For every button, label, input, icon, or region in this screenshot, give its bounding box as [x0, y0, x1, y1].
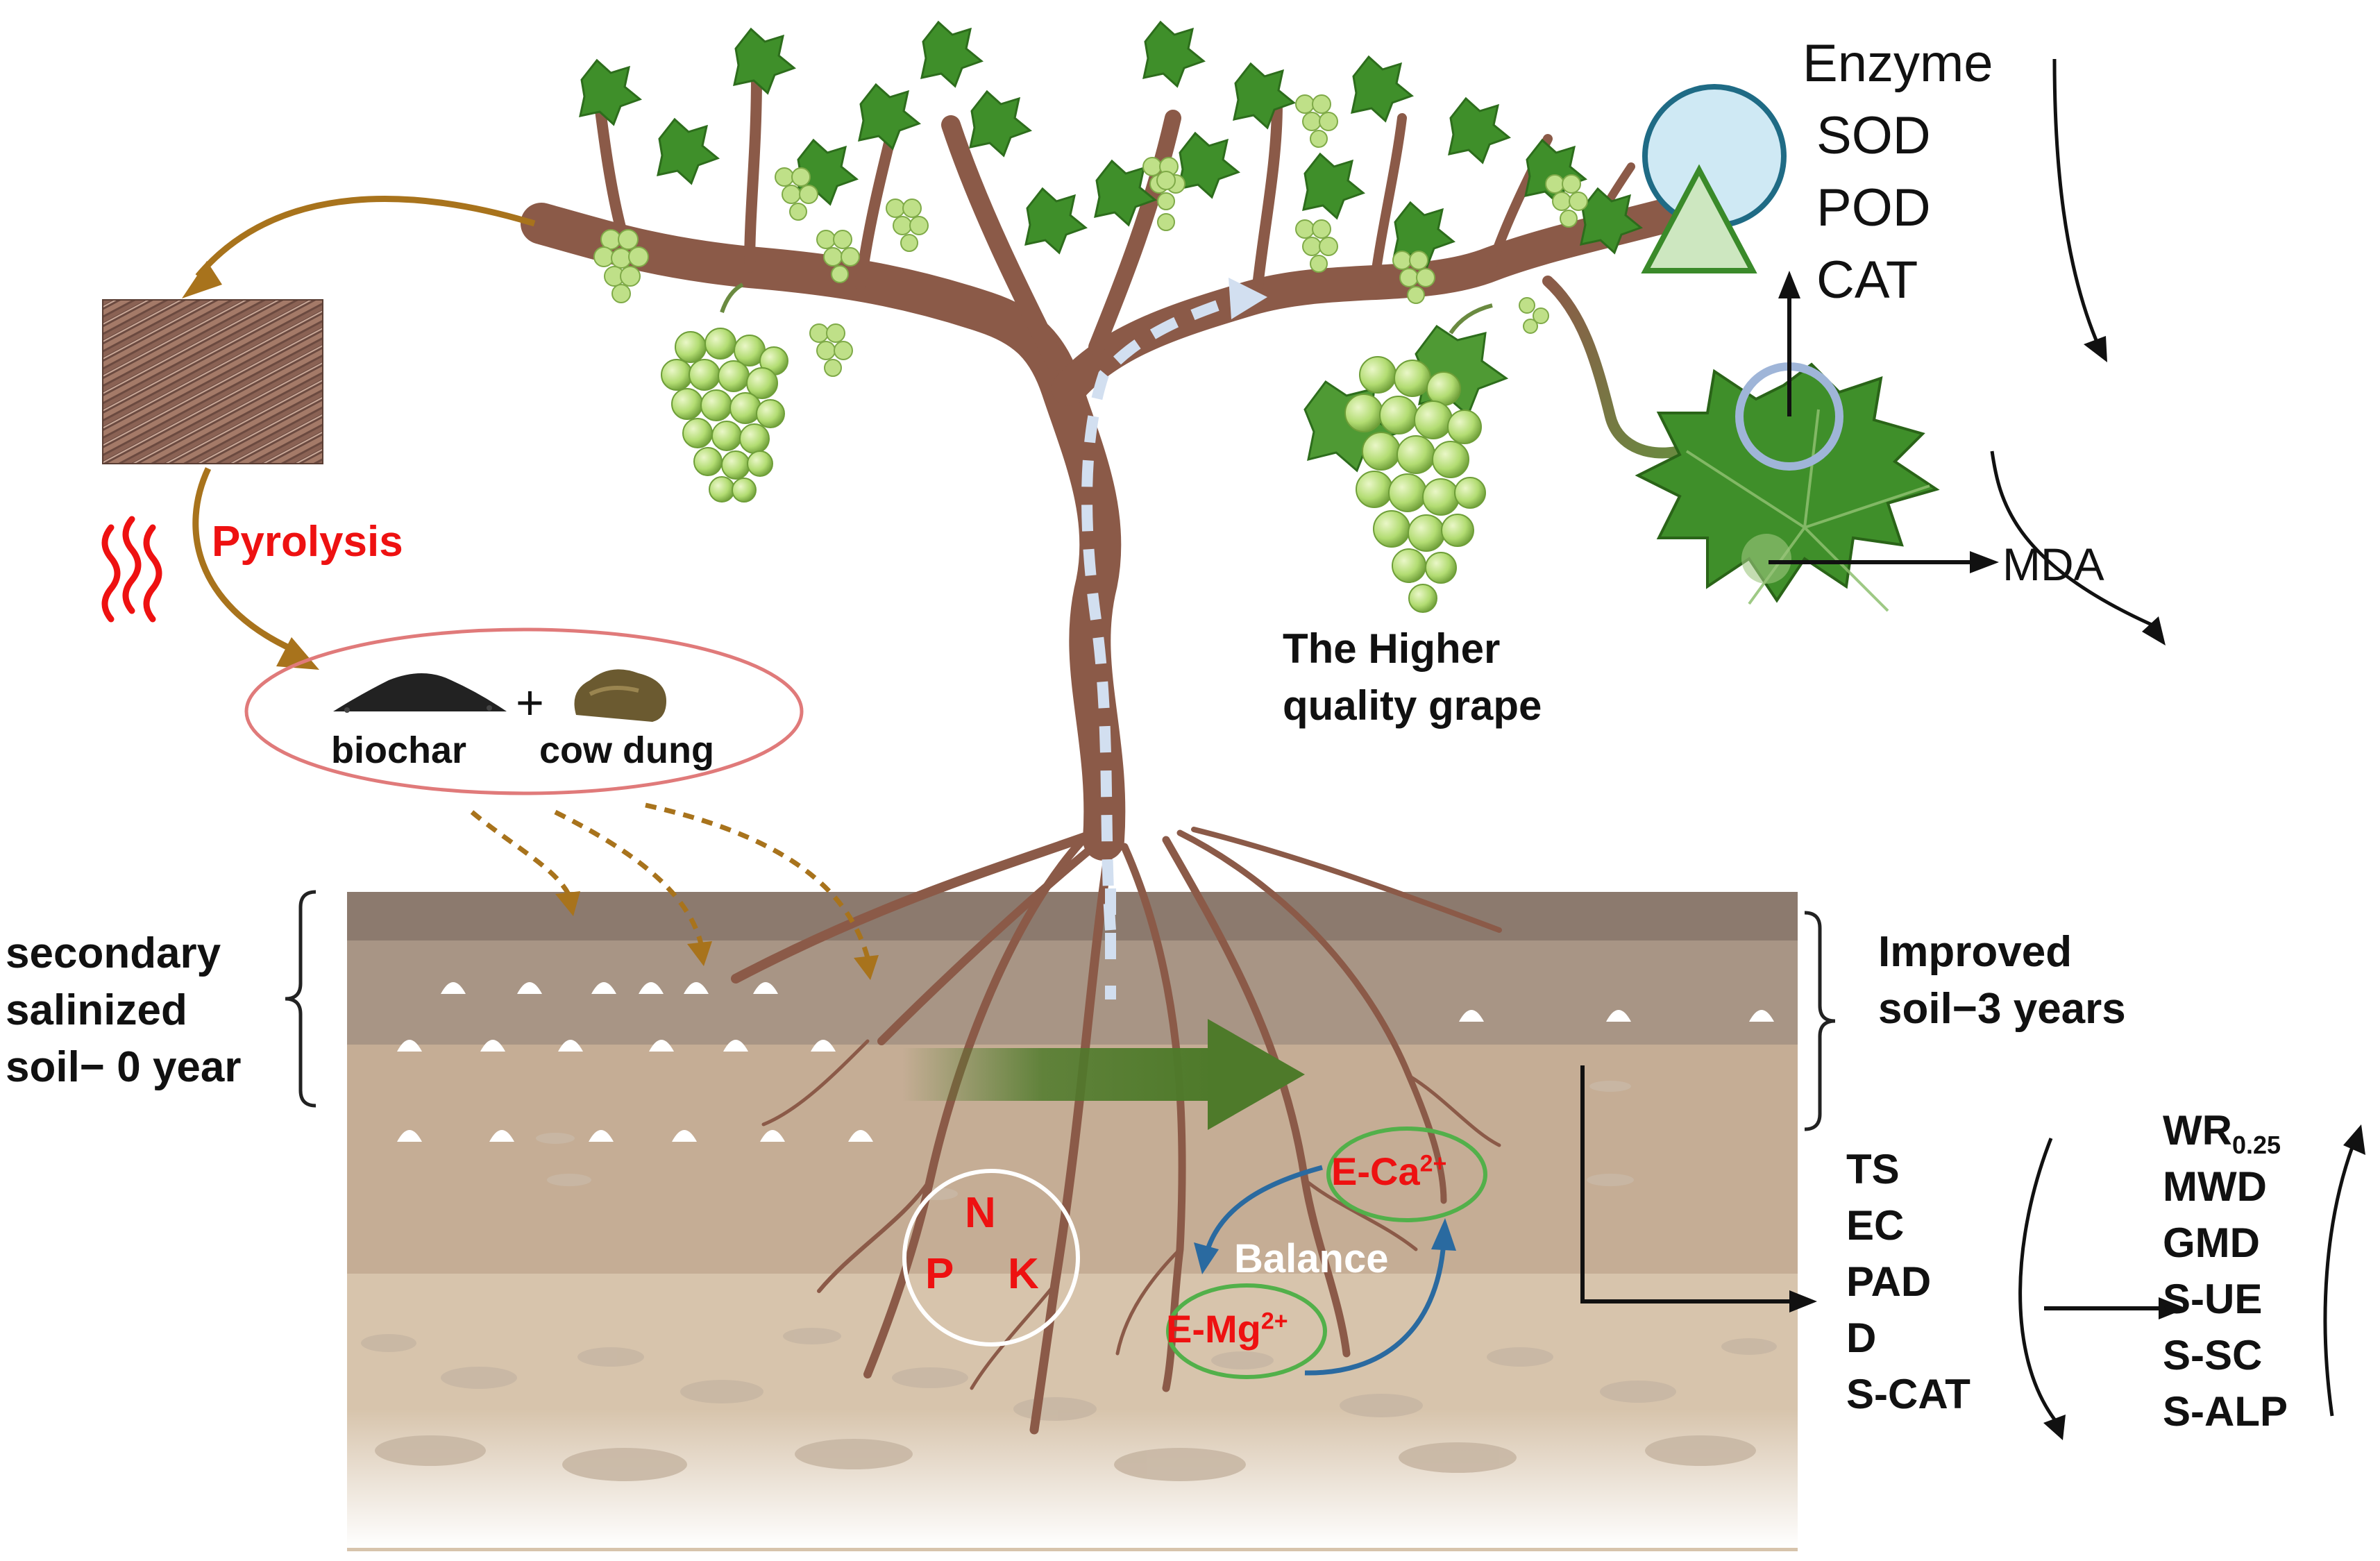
hanging-grape-bunch	[661, 282, 788, 503]
pyrolysis-arrowhead	[276, 637, 319, 670]
enzyme-sod: SOD	[1816, 106, 1931, 165]
prop-wr-base: WR	[2163, 1107, 2232, 1154]
soil-props-middle-arrow	[2044, 1297, 2186, 1319]
prop-s-cat: S-CAT	[1846, 1371, 1970, 1417]
application-arrowheads	[555, 891, 879, 980]
soil-props-up-arrowhead	[2343, 1124, 2365, 1155]
mg-label: E-Mg2+	[1166, 1306, 1288, 1351]
mg-base: E-Mg	[1166, 1307, 1261, 1351]
soil-before-line1: secondary	[6, 929, 221, 977]
prunings-arrow	[195, 196, 536, 278]
enzyme-pod: POD	[1816, 178, 1931, 237]
amendment-ellipse	[244, 627, 804, 795]
prop-wr: WR0.25	[2163, 1106, 2281, 1160]
soil-before-line3: soil− 0 year	[6, 1043, 242, 1091]
mda-decrease-arrow	[1990, 450, 2153, 627]
balance-label: Balance	[1234, 1236, 1389, 1281]
prop-gmd: GMD	[2163, 1220, 2260, 1266]
higher-quality-grape-bunch	[1303, 303, 1509, 613]
prop-ec: EC	[1846, 1202, 1905, 1249]
enzyme-cat: CAT	[1816, 251, 1918, 310]
soil-after-line2: soil−3 years	[1878, 985, 2126, 1033]
ca-label: E-Ca2+	[1331, 1149, 1446, 1194]
ca-ellipse	[1326, 1127, 1487, 1222]
cow-dung-icon	[574, 669, 666, 722]
salt-crystals	[397, 982, 1774, 1142]
prop-mwd: MWD	[2163, 1163, 2267, 1210]
mda-label: MDA	[2002, 539, 2104, 590]
enzyme-title: Enzyme	[1803, 34, 1993, 93]
mg-ellipse	[1166, 1283, 1327, 1379]
nutrient-p: P	[925, 1250, 954, 1298]
leaf-mda-spot	[1741, 534, 1791, 584]
right-brace	[1804, 911, 1836, 1131]
big-grape-leaf	[1542, 276, 1940, 612]
prunings-arrowhead	[182, 261, 222, 298]
canopy-grape-bunches	[593, 94, 1588, 377]
soil-after-line1: Improved	[1878, 928, 2073, 976]
ca-base: E-Ca	[1331, 1149, 1420, 1193]
mg-charge: 2+	[1260, 1308, 1288, 1335]
transport-arrowhead	[1229, 278, 1267, 319]
prop-wr-sub: 0.25	[2231, 1131, 2281, 1159]
prop-ts: TS	[1846, 1146, 1900, 1192]
soil-props-down-arrow	[2018, 1138, 2057, 1421]
soil-profile	[347, 892, 1798, 1551]
enzyme-up-arrow	[1778, 271, 1800, 416]
prop-pad: PAD	[1846, 1258, 1932, 1305]
nutrient-n: N	[965, 1189, 996, 1237]
soil-pebbles	[361, 1081, 1777, 1481]
soil-props-connector	[1580, 1065, 1817, 1313]
enzyme-icon	[1641, 84, 1787, 273]
plus-sign: +	[516, 675, 544, 729]
soil-before-line2: salinized	[6, 986, 187, 1034]
canopy-leaves	[579, 20, 1644, 269]
transport-path	[1081, 289, 1251, 931]
pruned-branches-photo	[102, 299, 323, 464]
left-brace	[285, 890, 317, 1108]
mda-decrease-arrowhead	[2142, 616, 2166, 646]
balance-arrows	[1194, 1165, 1456, 1376]
pyrolysis-arrow	[192, 467, 293, 652]
soil-props-up-arrow	[2323, 1145, 2355, 1417]
roots	[731, 827, 1502, 1435]
ca-charge: 2+	[1419, 1150, 1447, 1177]
prop-s-sc: S-SC	[2163, 1332, 2263, 1378]
biochar-label: biochar	[331, 729, 467, 771]
pyrolysis-label: Pyrolysis	[212, 518, 403, 566]
improvement-arrow	[902, 1019, 1305, 1130]
npk-circle	[902, 1169, 1080, 1347]
mda-arrow	[1769, 551, 1999, 573]
application-arrows	[470, 802, 870, 959]
nutrient-k: K	[1008, 1250, 1039, 1298]
cow-dung-label: cow dung	[539, 729, 714, 771]
soil-props-down-arrowhead	[2043, 1415, 2066, 1440]
grape-label-line1: The Higher	[1283, 625, 1501, 672]
grape-label-line2: quality grape	[1283, 682, 1542, 729]
prop-d: D	[1846, 1315, 1877, 1361]
prop-s-alp: S-ALP	[2163, 1388, 2288, 1435]
biochar-pile-icon	[333, 673, 507, 713]
heat-icon	[101, 516, 162, 623]
prop-s-ue: S-UE	[2163, 1276, 2263, 1322]
enzyme-decrease-arrowhead	[2084, 336, 2107, 362]
enzyme-decrease-arrow	[2052, 58, 2098, 341]
